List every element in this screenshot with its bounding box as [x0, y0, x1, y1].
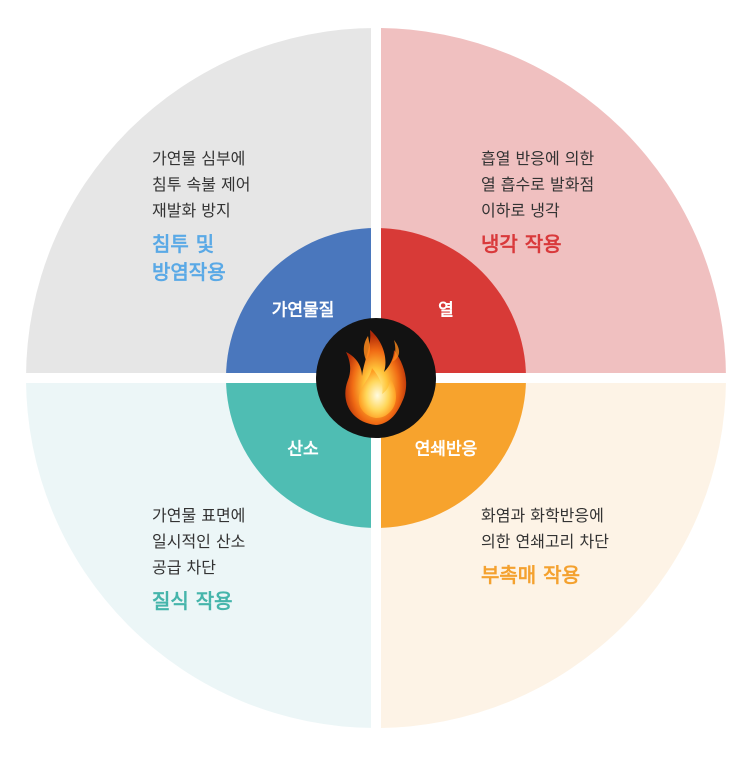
description-line: 가연물 표면에	[152, 506, 246, 525]
inner-label-chain-reaction: 연쇄반응	[414, 439, 478, 460]
title-line: 부촉매 작용	[481, 563, 580, 587]
description-line: 이하로 냉각	[481, 201, 560, 220]
title-line: 방염작용	[152, 260, 226, 284]
inner-label-fuel: 가연물질	[271, 300, 335, 321]
description-line: 공급 차단	[152, 558, 216, 577]
inner-label-oxygen: 산소	[287, 439, 319, 460]
description-line: 흡열 반응에 의한	[481, 149, 595, 168]
bottom-right-description: 화염과 화학반응에 의한 연쇄고리 차단 부촉매 작용	[481, 503, 609, 589]
description-line: 침투 속불 제어	[152, 175, 251, 194]
penetration-flame-retardant-title: 침투 및 방염작용	[152, 230, 251, 286]
top-right-description: 흡열 반응에 의한 열 흡수로 발화점 이하로 냉각 냉각 작용	[481, 146, 594, 258]
bottom-left-description: 가연물 표면에 일시적인 산소 공급 차단 질식 작용	[152, 503, 245, 615]
description-line: 가연물 심부에	[152, 149, 246, 168]
fire-icon	[345, 330, 407, 425]
inner-label-heat: 열	[438, 300, 454, 321]
description-line: 화염과 화학반응에	[481, 506, 604, 525]
title-line: 냉각 작용	[481, 232, 562, 256]
title-line: 침투 및	[152, 232, 215, 256]
suffocation-action-title: 질식 작용	[152, 587, 245, 615]
description-line: 일시적인 산소	[152, 532, 246, 551]
description-line: 의한 연쇄고리 차단	[481, 532, 609, 551]
cooling-action-title: 냉각 작용	[481, 230, 594, 258]
negative-catalyst-action-title: 부촉매 작용	[481, 561, 609, 589]
title-line: 질식 작용	[152, 589, 233, 613]
description-line: 열 흡수로 발화점	[481, 175, 595, 194]
top-left-description: 가연물 심부에 침투 속불 제어 재발화 방지 침투 및 방염작용	[152, 146, 251, 286]
description-line: 재발화 방지	[152, 201, 231, 220]
